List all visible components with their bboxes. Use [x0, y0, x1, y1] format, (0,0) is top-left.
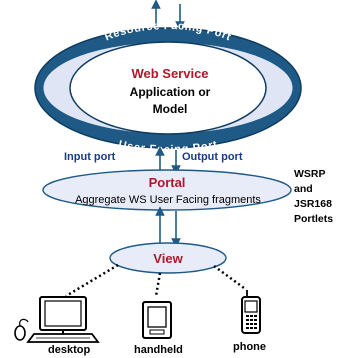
connector-desktop	[65, 263, 119, 298]
side-note-line2: and	[294, 183, 313, 195]
input-port-label: Input port	[64, 151, 116, 163]
web-service-title: Web Service	[131, 66, 208, 81]
web-service-line3: Model	[153, 102, 188, 116]
side-note-line1: WSRP	[294, 168, 326, 180]
connector-handheld	[154, 272, 162, 297]
web-service-line2: Application or	[130, 85, 211, 99]
side-note-line4: Portlets	[294, 213, 333, 225]
connector-phone	[213, 264, 245, 290]
portal-subtitle: Aggregate WS User Facing fragments	[75, 194, 261, 206]
device-label-handheld: handheld	[134, 344, 183, 356]
user-facing-port-label: User Facing Port	[117, 139, 218, 156]
side-note-line3: JSR168	[294, 198, 332, 210]
view-title: View	[153, 251, 183, 266]
device-label-phone: phone	[233, 341, 266, 353]
desktop-computer-icon	[14, 296, 100, 343]
device-label-desktop: desktop	[48, 344, 90, 356]
handheld-device-icon	[142, 301, 172, 339]
portal-ellipse	[42, 169, 292, 211]
web-service-core	[69, 41, 267, 135]
mobile-phone-icon	[241, 290, 261, 334]
view-ellipse	[109, 242, 227, 274]
output-port-label: Output port	[182, 151, 243, 163]
portal-title: Portal	[149, 175, 186, 190]
